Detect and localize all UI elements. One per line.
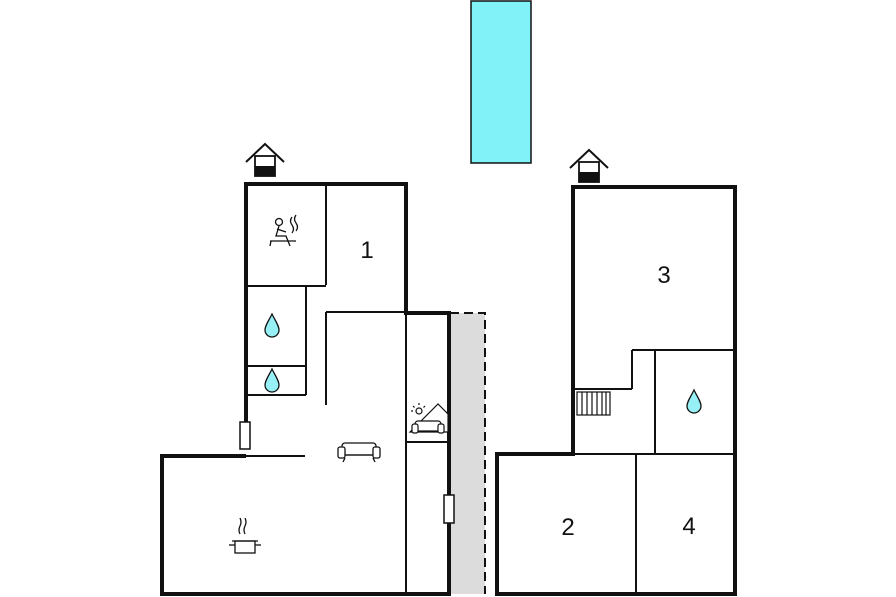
left-building bbox=[160, 182, 451, 596]
terrace-outline bbox=[450, 312, 486, 594]
water-drop-icon bbox=[264, 312, 280, 338]
sofa-icon bbox=[337, 442, 381, 463]
door-icon bbox=[239, 421, 251, 450]
right-building bbox=[495, 185, 737, 596]
room-label-2: 2 bbox=[561, 514, 574, 541]
terrace bbox=[450, 313, 485, 594]
water-drop-icon bbox=[686, 388, 702, 414]
room-label-3: 3 bbox=[657, 262, 670, 289]
water-drop-icon bbox=[264, 367, 280, 393]
house-entrance-icon bbox=[245, 142, 285, 177]
sauna-icon bbox=[269, 214, 299, 247]
room-label-4: 4 bbox=[682, 513, 695, 540]
house-entrance-icon bbox=[569, 148, 609, 183]
right-building-outer-wall bbox=[495, 185, 737, 596]
stairs-icon bbox=[576, 391, 611, 416]
sun-lounger-icon bbox=[408, 403, 449, 434]
room-label-1: 1 bbox=[360, 237, 373, 264]
left-building-outer-wall bbox=[160, 182, 451, 596]
cooking-pot-icon bbox=[229, 517, 261, 554]
door-icon bbox=[443, 494, 455, 524]
pool bbox=[470, 0, 532, 164]
